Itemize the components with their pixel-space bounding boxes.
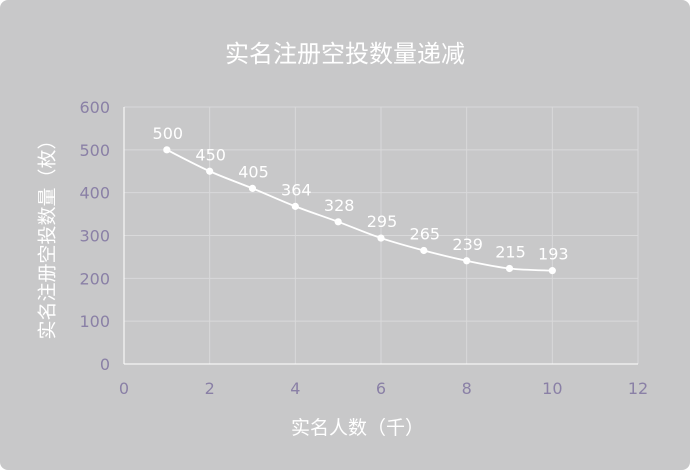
x-tick-label: 6 bbox=[376, 379, 386, 398]
data-label: 239 bbox=[452, 235, 483, 254]
x-tick-label: 4 bbox=[290, 379, 300, 398]
y-tick-label: 600 bbox=[79, 98, 110, 117]
chart-title: 实名注册空投数量递减 bbox=[225, 40, 465, 68]
data-point bbox=[420, 246, 428, 255]
data-label: 364 bbox=[281, 180, 312, 199]
data-label: 215 bbox=[495, 242, 526, 261]
data-label: 265 bbox=[410, 224, 441, 243]
data-point bbox=[291, 202, 299, 210]
series-line bbox=[166, 149, 553, 272]
data-point bbox=[463, 257, 471, 265]
x-tick-label: 0 bbox=[119, 379, 129, 398]
y-tick-label: 400 bbox=[79, 184, 110, 203]
data-point bbox=[548, 267, 556, 275]
data-label: 500 bbox=[153, 124, 184, 143]
x-tick-label: 8 bbox=[462, 379, 472, 398]
x-tick-label: 10 bbox=[542, 379, 562, 398]
data-label: 295 bbox=[367, 212, 398, 231]
data-point bbox=[334, 218, 342, 226]
data-point bbox=[206, 167, 214, 175]
x-tick-label: 2 bbox=[205, 379, 215, 398]
x-tick-label: 12 bbox=[628, 379, 648, 398]
data-label: 328 bbox=[324, 196, 355, 215]
data-point bbox=[377, 234, 385, 242]
data-label: 450 bbox=[195, 145, 226, 164]
y-tick-label: 200 bbox=[79, 269, 110, 288]
x-axis-label: 实名人数（千） bbox=[290, 417, 424, 439]
data-label: 405 bbox=[238, 162, 269, 181]
y-tick-label: 300 bbox=[79, 227, 110, 246]
y-tick-label: 100 bbox=[79, 312, 110, 331]
data-point bbox=[163, 146, 171, 154]
data-point bbox=[505, 264, 514, 273]
data-label: 193 bbox=[538, 245, 569, 264]
y-tick-label: 500 bbox=[79, 141, 110, 160]
data-point bbox=[248, 184, 257, 192]
y-tick-label: 0 bbox=[100, 355, 110, 374]
